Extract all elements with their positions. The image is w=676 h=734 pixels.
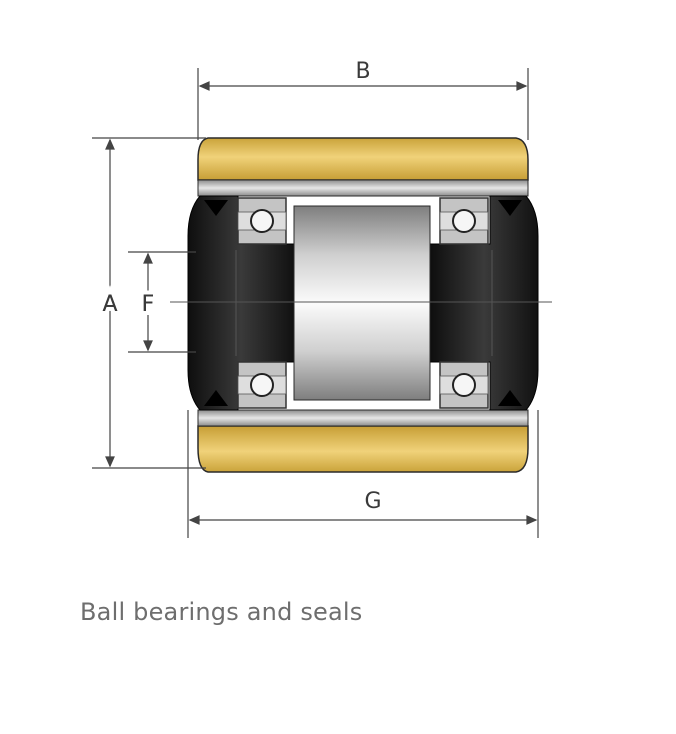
- dimension-a: [92, 137, 206, 469]
- diagram-caption: Ball bearings and seals: [80, 598, 363, 626]
- sleeve-top: [197, 179, 529, 197]
- sleeve-bottom: [197, 409, 529, 427]
- label-b: B: [355, 59, 370, 84]
- tread-top: [197, 137, 529, 181]
- label-f-fg: F: [142, 292, 155, 317]
- bearing-top-left: [237, 197, 287, 245]
- bearing-bottom-left: [237, 361, 287, 409]
- seal-bottom-left: [204, 390, 228, 406]
- label-f: F: [142, 292, 155, 317]
- seal-bottom-right: [498, 390, 522, 406]
- tread-bottom: [197, 425, 529, 473]
- label-a-fg: A: [102, 292, 117, 317]
- dimension-f: [128, 251, 196, 353]
- bearing-top-right: [439, 197, 489, 245]
- seal-top-left: [204, 200, 228, 216]
- label-g: G: [364, 489, 381, 514]
- dimension-b: [197, 68, 529, 140]
- dimension-g: [187, 410, 539, 538]
- label-a: A: [102, 292, 117, 317]
- axle: [293, 205, 431, 401]
- bearing-bottom-right: [439, 361, 489, 409]
- seal-top-right: [498, 200, 522, 216]
